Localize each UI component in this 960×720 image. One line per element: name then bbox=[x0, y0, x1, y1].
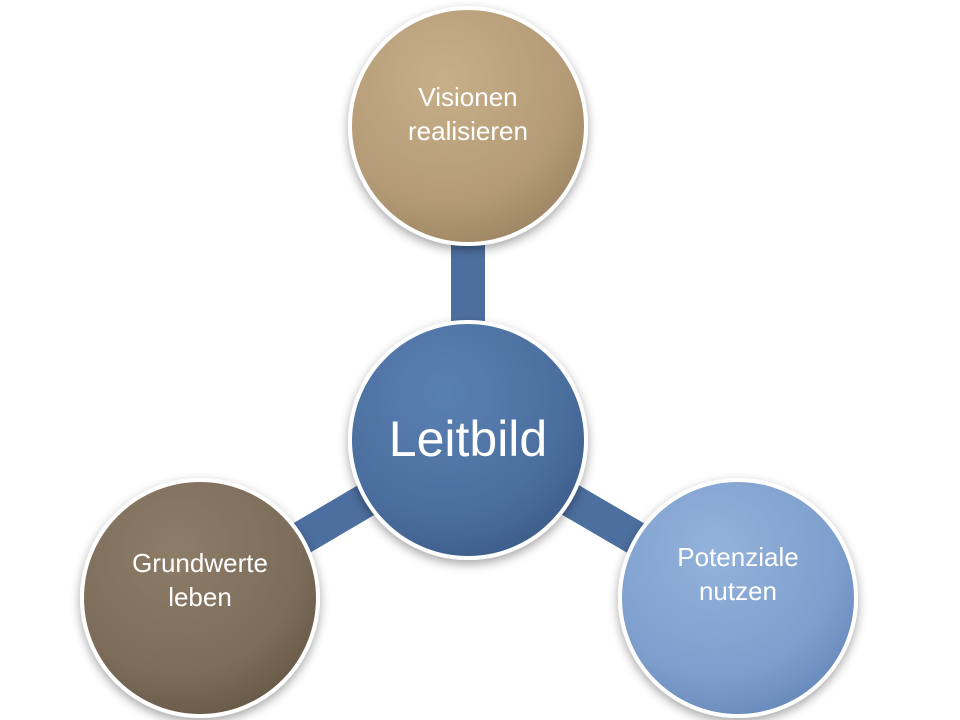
node-label-line-2: nutzen bbox=[699, 576, 777, 606]
node-circle bbox=[80, 478, 320, 718]
node-label-line-1: Grundwerte bbox=[132, 548, 268, 578]
center-label: Leitbild bbox=[389, 411, 547, 467]
node-leitbild[interactable]: Leitbild bbox=[348, 320, 588, 560]
node-visionen-realisieren[interactable]: Visionen realisieren bbox=[348, 6, 588, 246]
node-label-line-2: realisieren bbox=[408, 116, 528, 146]
node-grundwerte-leben[interactable]: Grundwerte leben bbox=[80, 478, 320, 718]
node-label-line-2: leben bbox=[168, 582, 232, 612]
node-circle bbox=[348, 6, 588, 246]
node-potenziale-nutzen[interactable]: Potenziale nutzen bbox=[618, 478, 858, 718]
node-circle bbox=[618, 478, 858, 718]
node-label-line-1: Potenziale bbox=[677, 542, 798, 572]
node-label-line-1: Visionen bbox=[418, 82, 517, 112]
center-circle bbox=[348, 320, 588, 560]
